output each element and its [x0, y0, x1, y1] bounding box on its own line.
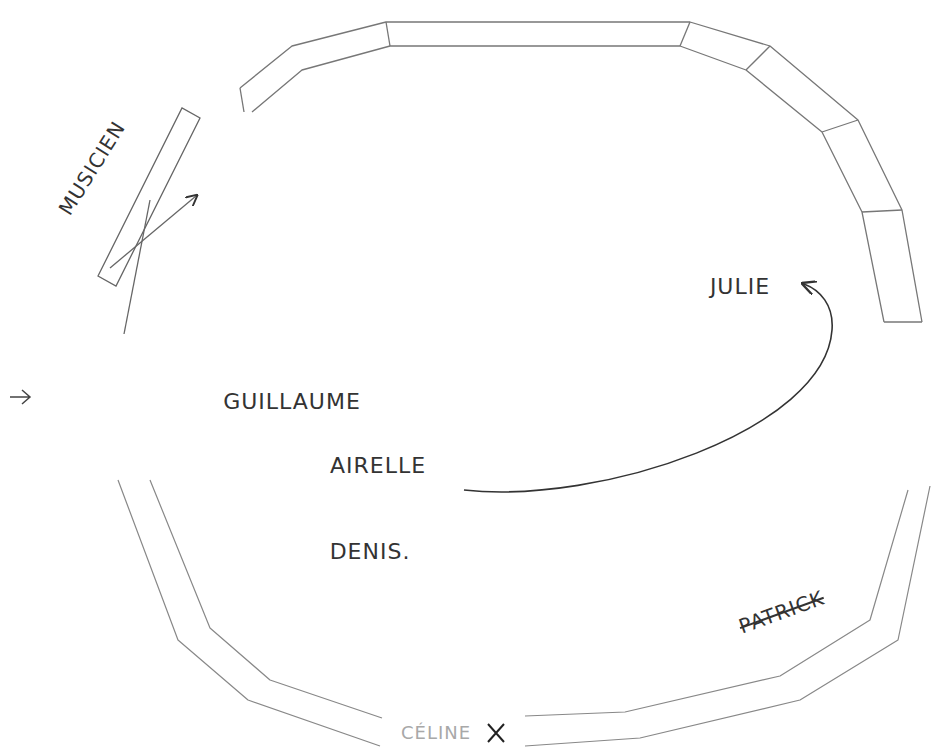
performer-name: GUILLAUME	[220, 389, 364, 415]
performer-name: CÉLINE	[398, 722, 474, 744]
performer-name: DENIS.	[327, 539, 414, 565]
performer-name: PATRICK	[733, 584, 830, 639]
movement-arrow	[464, 284, 832, 492]
top-benches	[240, 22, 922, 322]
position-mark	[488, 724, 504, 742]
performer-name: MUSICIEN	[52, 114, 132, 222]
bottom-benches	[118, 480, 930, 746]
performer-name: AIRELLE	[327, 453, 429, 479]
performer-name: JULIE	[707, 274, 773, 300]
entrance-arrow	[10, 390, 30, 404]
